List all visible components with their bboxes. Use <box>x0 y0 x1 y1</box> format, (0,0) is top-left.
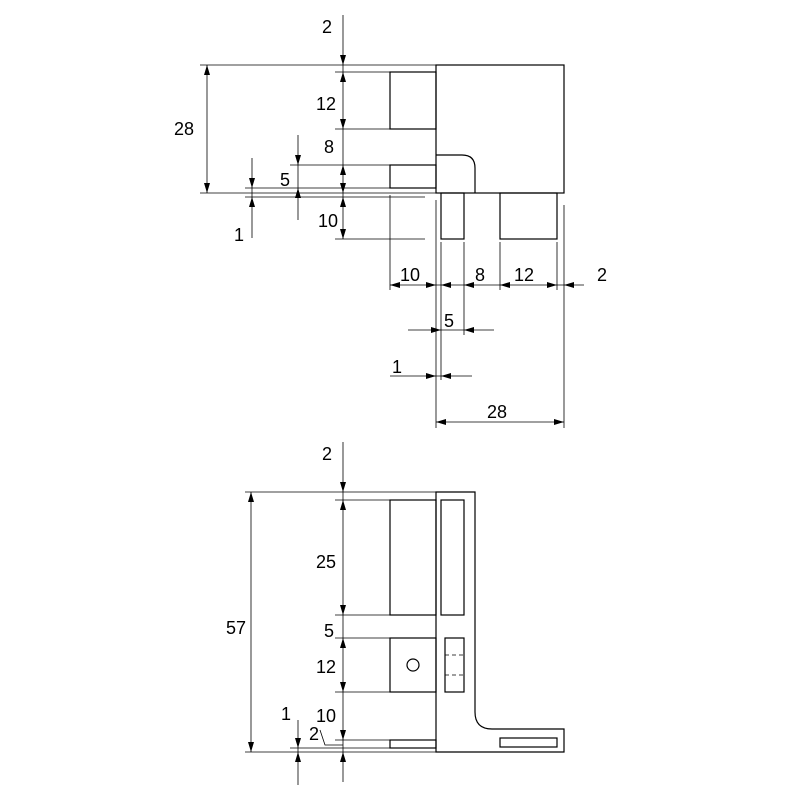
dim-height: 57 <box>226 618 246 638</box>
arrow <box>340 730 346 740</box>
arrow <box>249 197 255 207</box>
top-view: 2 12 8 5 10 1 28 10 8 12 2 5 1 28 <box>174 15 607 428</box>
arrow <box>500 282 510 288</box>
arrow <box>564 282 574 288</box>
arrow <box>340 638 346 648</box>
arrow <box>340 605 346 615</box>
arrow <box>248 492 254 502</box>
arrow <box>340 482 346 492</box>
arrow <box>340 752 346 762</box>
arrow <box>295 738 301 748</box>
dim-gap: 5 <box>324 621 334 641</box>
small-pin <box>440 192 465 240</box>
arrow <box>441 282 451 288</box>
corner-tab <box>436 154 476 193</box>
dim-top-block: 12 <box>316 94 336 114</box>
arrow <box>204 65 210 75</box>
dim-mid-block: 12 <box>316 657 336 677</box>
small-slot <box>444 637 465 693</box>
arrow <box>340 229 346 239</box>
dim-pin-offset: 1 <box>392 357 402 377</box>
dim-height: 28 <box>174 119 194 139</box>
arrow <box>340 55 346 65</box>
arrow <box>204 183 210 193</box>
dim-top-gap: 2 <box>322 444 332 464</box>
mount-hole <box>406 658 420 672</box>
arrow <box>464 282 474 288</box>
upper-left-block <box>389 71 437 130</box>
arrow <box>248 742 254 752</box>
hidden-line <box>445 654 464 676</box>
dim-h-end: 2 <box>597 265 607 285</box>
arrow <box>426 373 436 379</box>
dim-width: 28 <box>487 402 507 422</box>
arrow <box>295 155 301 165</box>
dim-h-right: 12 <box>514 265 534 285</box>
arrow <box>340 119 346 129</box>
dim-h-mid: 8 <box>475 265 485 285</box>
dim-mid-gap: 8 <box>324 137 334 157</box>
leader-line <box>319 729 343 746</box>
dim-pin-len: 10 <box>318 211 338 231</box>
large-pin <box>499 192 558 240</box>
arrow <box>464 327 474 333</box>
arrow <box>295 188 301 198</box>
dim-pin-width: 5 <box>444 311 454 331</box>
foot-slot <box>499 737 558 748</box>
arrow <box>436 419 446 425</box>
arrow <box>340 183 346 193</box>
arrow <box>547 282 557 288</box>
dim-offset: 1 <box>281 704 291 724</box>
side-view: 2 25 5 12 10 2 1 57 <box>226 442 565 785</box>
arrow <box>340 500 346 510</box>
long-block <box>389 499 437 616</box>
arrow <box>249 178 255 188</box>
arrow <box>554 419 564 425</box>
arrow <box>431 327 441 333</box>
l-bracket <box>435 491 565 753</box>
dim-offset: 1 <box>234 225 244 245</box>
mid-block <box>389 637 437 693</box>
arrow <box>441 373 451 379</box>
arrow <box>390 282 400 288</box>
arrow <box>295 752 301 762</box>
dim-h-left: 10 <box>400 265 420 285</box>
arrow <box>340 197 346 207</box>
dim-top-gap: 2 <box>322 17 332 37</box>
arrow <box>426 282 436 288</box>
arrow <box>340 72 346 82</box>
dim-small-pad: 5 <box>280 170 290 190</box>
arrow <box>340 165 346 175</box>
arrow <box>340 682 346 692</box>
long-slot <box>440 499 465 616</box>
relay-body <box>435 64 565 194</box>
dim-foot: 2 <box>309 724 319 744</box>
dim-long-block: 25 <box>316 552 336 572</box>
lower-left-pad <box>389 164 437 189</box>
dim-lower-gap: 10 <box>316 706 336 726</box>
foot-pad <box>389 739 437 749</box>
